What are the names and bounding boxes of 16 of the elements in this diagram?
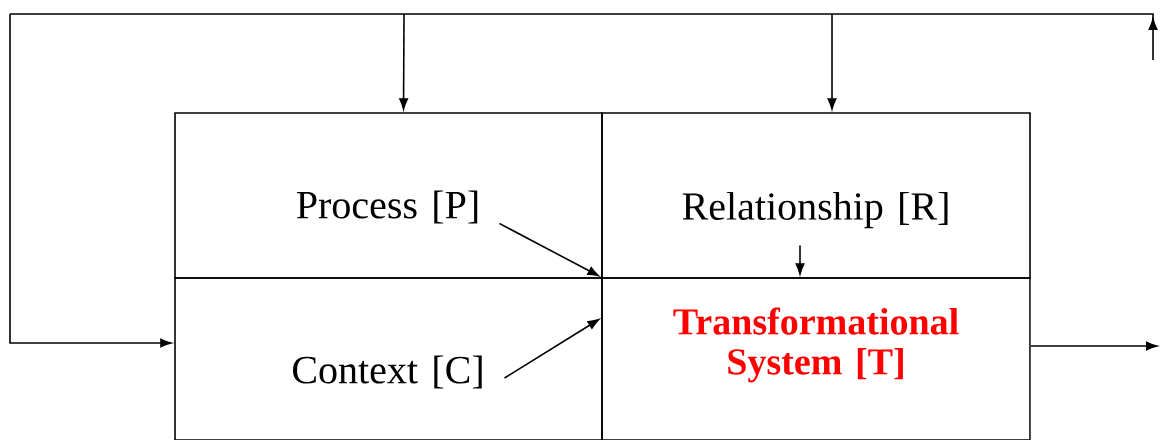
- cell-text: Context [C]: [293, 355, 482, 389]
- arrow: [1030, 341, 1158, 351]
- arrow: [399, 13, 409, 110]
- cell-text: Process [P]: [296, 190, 478, 224]
- table-cell: [174, 112, 603, 279]
- arrow: [827, 13, 837, 110]
- arrow: [503, 319, 600, 379]
- table-cell: [601, 112, 1031, 279]
- arrow: [498, 222, 599, 277]
- arrow: [795, 244, 805, 275]
- feedback-line: [9, 13, 1158, 61]
- cell-text: Transformational System [T]: [673, 307, 959, 383]
- table-cell: [601, 277, 1031, 440]
- cell-text: Relationship [R]: [682, 191, 948, 229]
- table-cell: [174, 277, 603, 440]
- arrow: [9, 13, 172, 348]
